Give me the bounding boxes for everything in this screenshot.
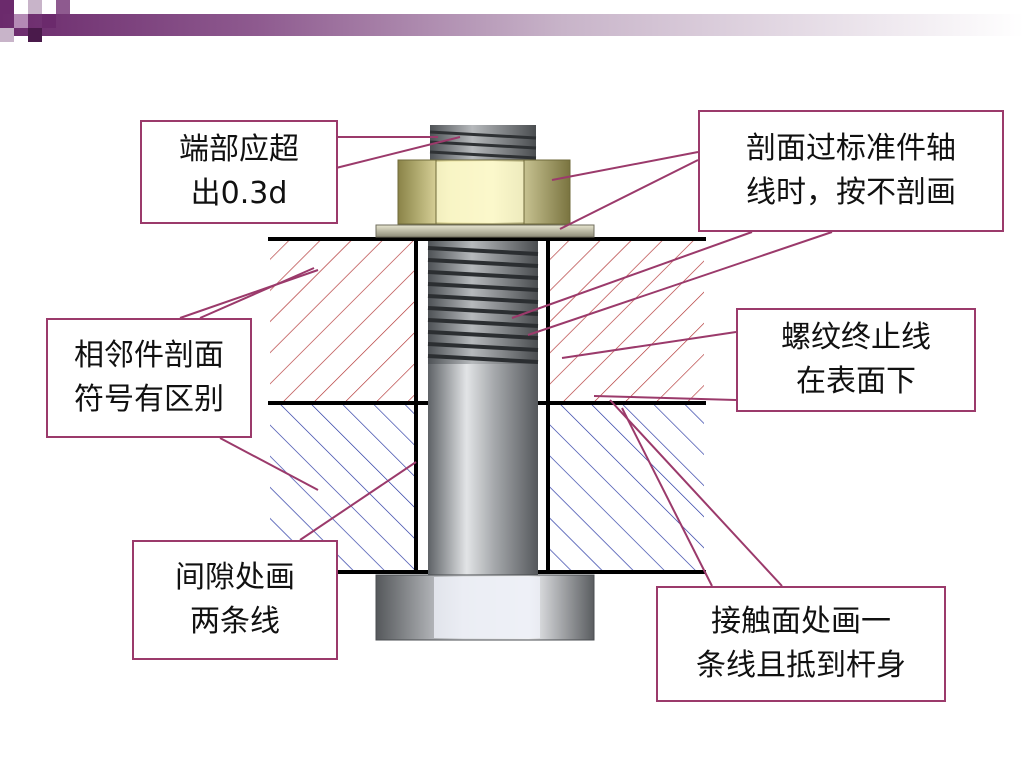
header-square: [28, 0, 42, 14]
callout-end-exceed-line1: 端部应超: [179, 132, 299, 167]
callout-thread-end: 螺纹终止线 在表面下: [736, 308, 976, 412]
callout-adjacent-parts-line1: 相邻件剖面: [74, 338, 224, 373]
header-square: [0, 0, 14, 14]
nut: [397, 159, 571, 225]
header-square: [0, 28, 14, 42]
header-gradient-bar: [0, 14, 1024, 36]
callout-adjacent-parts: 相邻件剖面 符号有区别: [46, 318, 252, 438]
header-square: [42, 14, 56, 28]
lower-plate-right: [548, 403, 704, 572]
callout-thread-end-line2: 在表面下: [796, 364, 916, 399]
callout-end-exceed: 端部应超 出0.3d: [140, 120, 338, 224]
callout-gap-two-lines: 间隙处画 两条线: [132, 540, 338, 660]
header-square: [28, 28, 42, 42]
callout-contact-one-line: 接触面处画一 条线且抵到杆身: [656, 586, 946, 702]
callout-contact-one-line-line1: 接触面处画一: [711, 604, 891, 639]
bolt-shaft: [428, 364, 538, 576]
bolt-thread-top: [429, 125, 537, 165]
callout-section-axis-line1: 剖面过标准件轴: [746, 131, 956, 166]
callout-thread-end-line1: 螺纹终止线: [781, 320, 931, 355]
bolt-head: [375, 574, 595, 641]
callout-contact-one-line-line2: 条线且抵到杆身: [696, 648, 906, 683]
leader-lines: [179, 136, 833, 587]
upper-plate-right: [548, 239, 704, 403]
washer: [375, 224, 595, 238]
callout-end-exceed-line2: 出0.3d: [190, 176, 288, 211]
callout-adjacent-parts-line2: 符号有区别: [74, 382, 224, 417]
callout-gap-two-lines-line2: 两条线: [190, 604, 280, 639]
bolt-thread-body: [427, 241, 539, 366]
callout-section-axis-line2: 线时，按不剖画: [746, 175, 956, 210]
callout-section-axis: 剖面过标准件轴 线时，按不剖画: [698, 110, 1004, 232]
header-square: [56, 0, 70, 14]
callout-gap-two-lines-line1: 间隙处画: [175, 560, 295, 595]
upper-plate-left: [270, 239, 416, 403]
header-square: [14, 14, 28, 28]
